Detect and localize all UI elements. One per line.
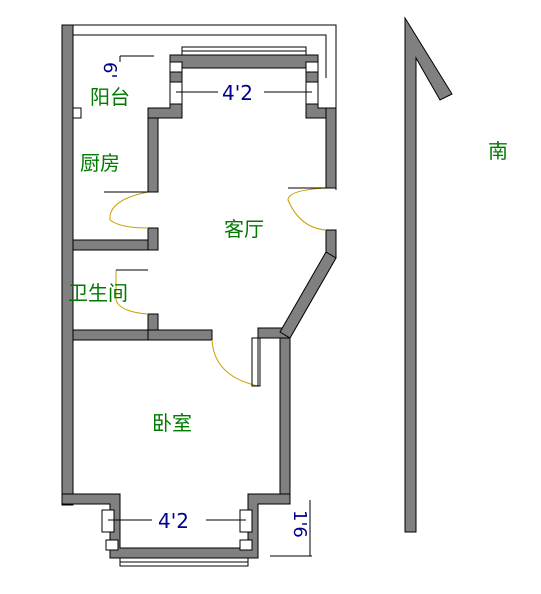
- windows: [101, 46, 319, 567]
- label-living: 客厅: [224, 217, 264, 241]
- wall-kitchen-living-upper: [147, 107, 159, 193]
- wall-living-right: [325, 107, 337, 189]
- wall-kitchen-bath: [72, 239, 159, 251]
- wall-diagonal: [279, 251, 337, 339]
- door-kitchen: [109, 191, 149, 229]
- dim-bottom-right: 1'6: [289, 510, 310, 538]
- label-kitchen: 厨房: [80, 151, 120, 175]
- door-bedroom-leaf: [251, 337, 261, 387]
- door-bedroom: [211, 339, 259, 387]
- wall-kitchen-living-lower: [147, 227, 159, 251]
- label-bathroom: 卫生间: [68, 281, 128, 305]
- compass-arrow: [404, 16, 453, 533]
- wall-bottom-bay: [61, 493, 291, 559]
- walls: [61, 24, 337, 559]
- wall-bedroom-right: [279, 337, 291, 497]
- label-balcony: 阳台: [90, 85, 130, 109]
- dimension-lines: [108, 55, 312, 557]
- compass-direction: 南: [488, 139, 508, 163]
- label-bedroom: 卧室: [152, 411, 192, 435]
- wall-left: [61, 24, 74, 506]
- wall-living-bedroom-left: [147, 329, 213, 341]
- door-bath: [115, 270, 149, 315]
- dim-balcony-side: 6': [99, 62, 120, 78]
- wall-bath-bedroom: [72, 329, 159, 341]
- dim-bottom-window: 4'2: [158, 509, 189, 533]
- door-living-right: [287, 187, 327, 231]
- balcony-marker: [72, 107, 82, 119]
- dim-top-window: 4'2: [222, 81, 253, 105]
- doors: [104, 187, 327, 387]
